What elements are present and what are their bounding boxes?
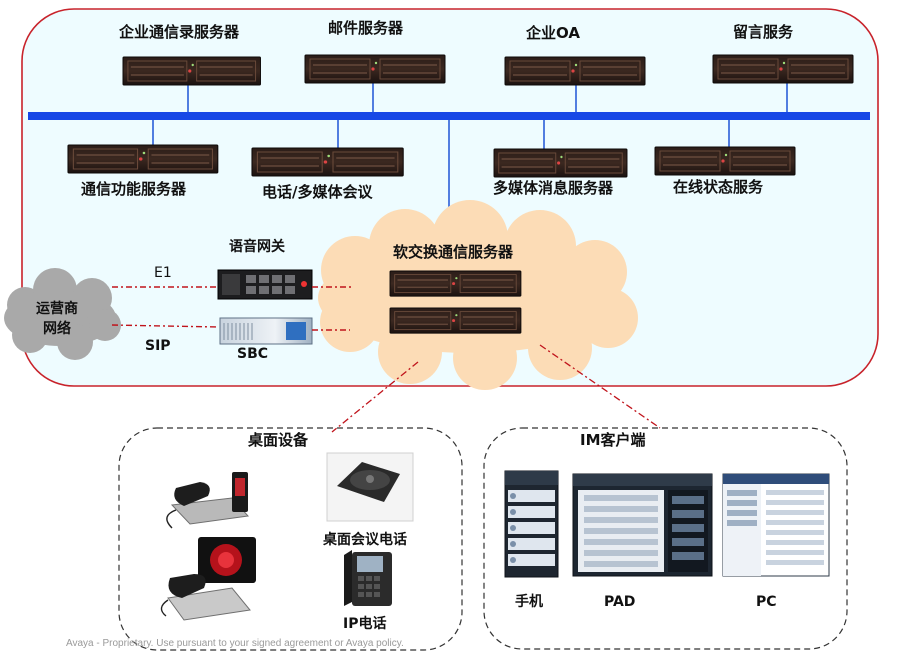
sbc-label: SBC (237, 346, 269, 362)
rack-server-icon (122, 56, 261, 86)
rack-server-icon (304, 54, 446, 84)
conference-phone-label: 桌面会议电话 (323, 532, 407, 548)
video-phone-icon (160, 537, 256, 621)
server-label-voicemail: 留言服务 (733, 23, 794, 41)
im-client-group (483, 427, 848, 650)
pc-screen-icon (722, 473, 830, 577)
carrier-links (111, 286, 352, 331)
ip-phone-label: IP电话 (343, 616, 387, 632)
carrier-label-line1: 运营商 (36, 301, 78, 317)
rack-server-icon (67, 144, 219, 174)
lan-bus (28, 112, 870, 120)
desktop-group-title: 桌面设备 (248, 431, 309, 449)
rack-server-icon (712, 54, 854, 84)
rack-server-icon (389, 307, 522, 334)
conference-phone-icon (326, 452, 414, 522)
e1-link-label: E1 (154, 265, 172, 281)
carrier-cloud (4, 268, 121, 360)
tablet-screen-icon (572, 473, 713, 577)
footer-disclaimer: Avaya - Proprietary. Use pursuant to you… (66, 638, 404, 649)
pad-label: PAD (604, 594, 636, 610)
voice-gateway-label: 语音网关 (229, 239, 285, 255)
mobile-label: 手机 (515, 594, 543, 610)
server-label-presence: 在线状态服务 (673, 178, 764, 196)
server-label-conference: 电话/多媒体会议 (262, 183, 373, 201)
desktop-device-group (118, 427, 463, 651)
carrier-label-line2: 网络 (43, 321, 71, 337)
server-label-directory: 企业通信录服务器 (119, 23, 240, 41)
voice-gateway-device-icon (217, 269, 313, 300)
rack-server-icon (654, 146, 796, 176)
server-label-comm-features: 通信功能服务器 (81, 180, 187, 198)
server-label-messaging: 多媒体消息服务器 (493, 179, 614, 197)
softswitch-label: 软交换通信服务器 (393, 243, 514, 261)
rack-server-icon (504, 56, 646, 86)
sbc-device-icon (219, 317, 313, 345)
rack-server-icon (251, 147, 404, 177)
rack-server-icon (389, 270, 522, 297)
mobile-screen-icon (504, 470, 559, 578)
im-group-title: IM客户端 (580, 431, 646, 449)
sip-link-label: SIP (145, 338, 171, 354)
rack-server-icon (493, 148, 628, 178)
ip-phone-icon (344, 550, 392, 606)
desk-phone-icon (166, 472, 249, 529)
server-label-oa: 企业OA (526, 24, 580, 42)
server-label-mail: 邮件服务器 (328, 19, 404, 37)
pc-label: PC (756, 594, 777, 610)
client-links (331, 344, 661, 433)
